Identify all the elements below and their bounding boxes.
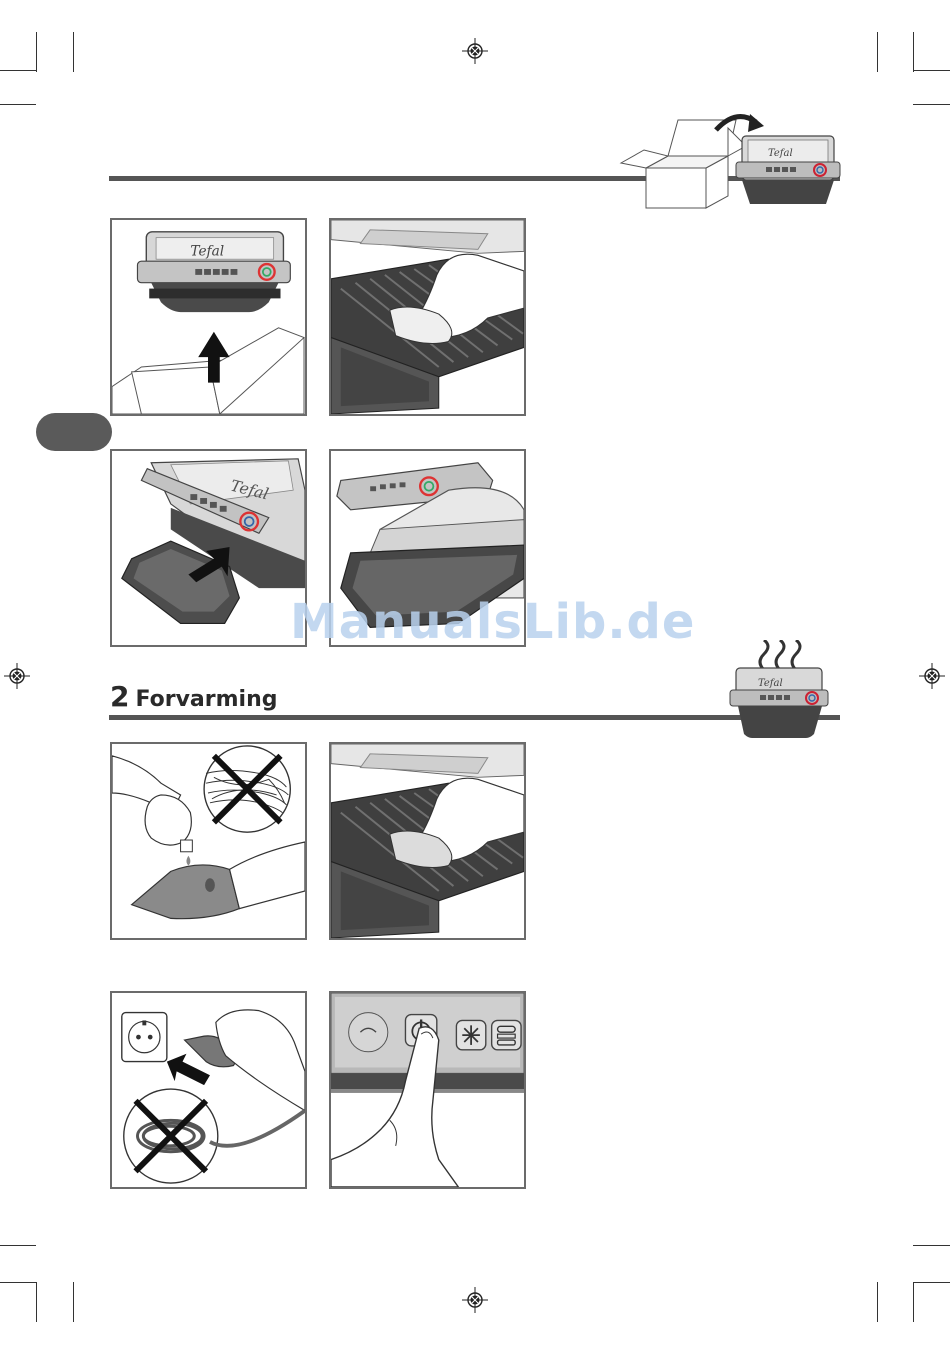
brand-logo: Tefal (190, 243, 224, 259)
figure-press-power (329, 991, 526, 1189)
registration-mark-icon (462, 1287, 488, 1313)
figure-wipe-plate (329, 218, 526, 416)
grill-preheat-icon: Tefal (726, 640, 830, 740)
figure-remove-from-box: Tefal (110, 218, 307, 416)
language-tab (36, 413, 112, 451)
section-title: Forvarming (135, 687, 277, 712)
section-number: 2 (110, 680, 129, 713)
figure-oil-plate (329, 742, 526, 940)
figure-oil-cloth (110, 742, 307, 940)
watermark: ManualsLib.de (290, 594, 695, 650)
brand-logo: Tefal (768, 148, 793, 159)
registration-mark-icon (4, 663, 30, 689)
registration-mark-icon (462, 38, 488, 64)
figure-insert-drip-tray: Tefal (110, 449, 307, 647)
figure-plug-in (110, 991, 307, 1189)
brand-logo: Tefal (758, 678, 783, 689)
registration-mark-icon (919, 663, 945, 689)
grill-unboxing-icon: Tefal (616, 108, 846, 214)
section-heading: 2 Forvarming (110, 680, 278, 713)
